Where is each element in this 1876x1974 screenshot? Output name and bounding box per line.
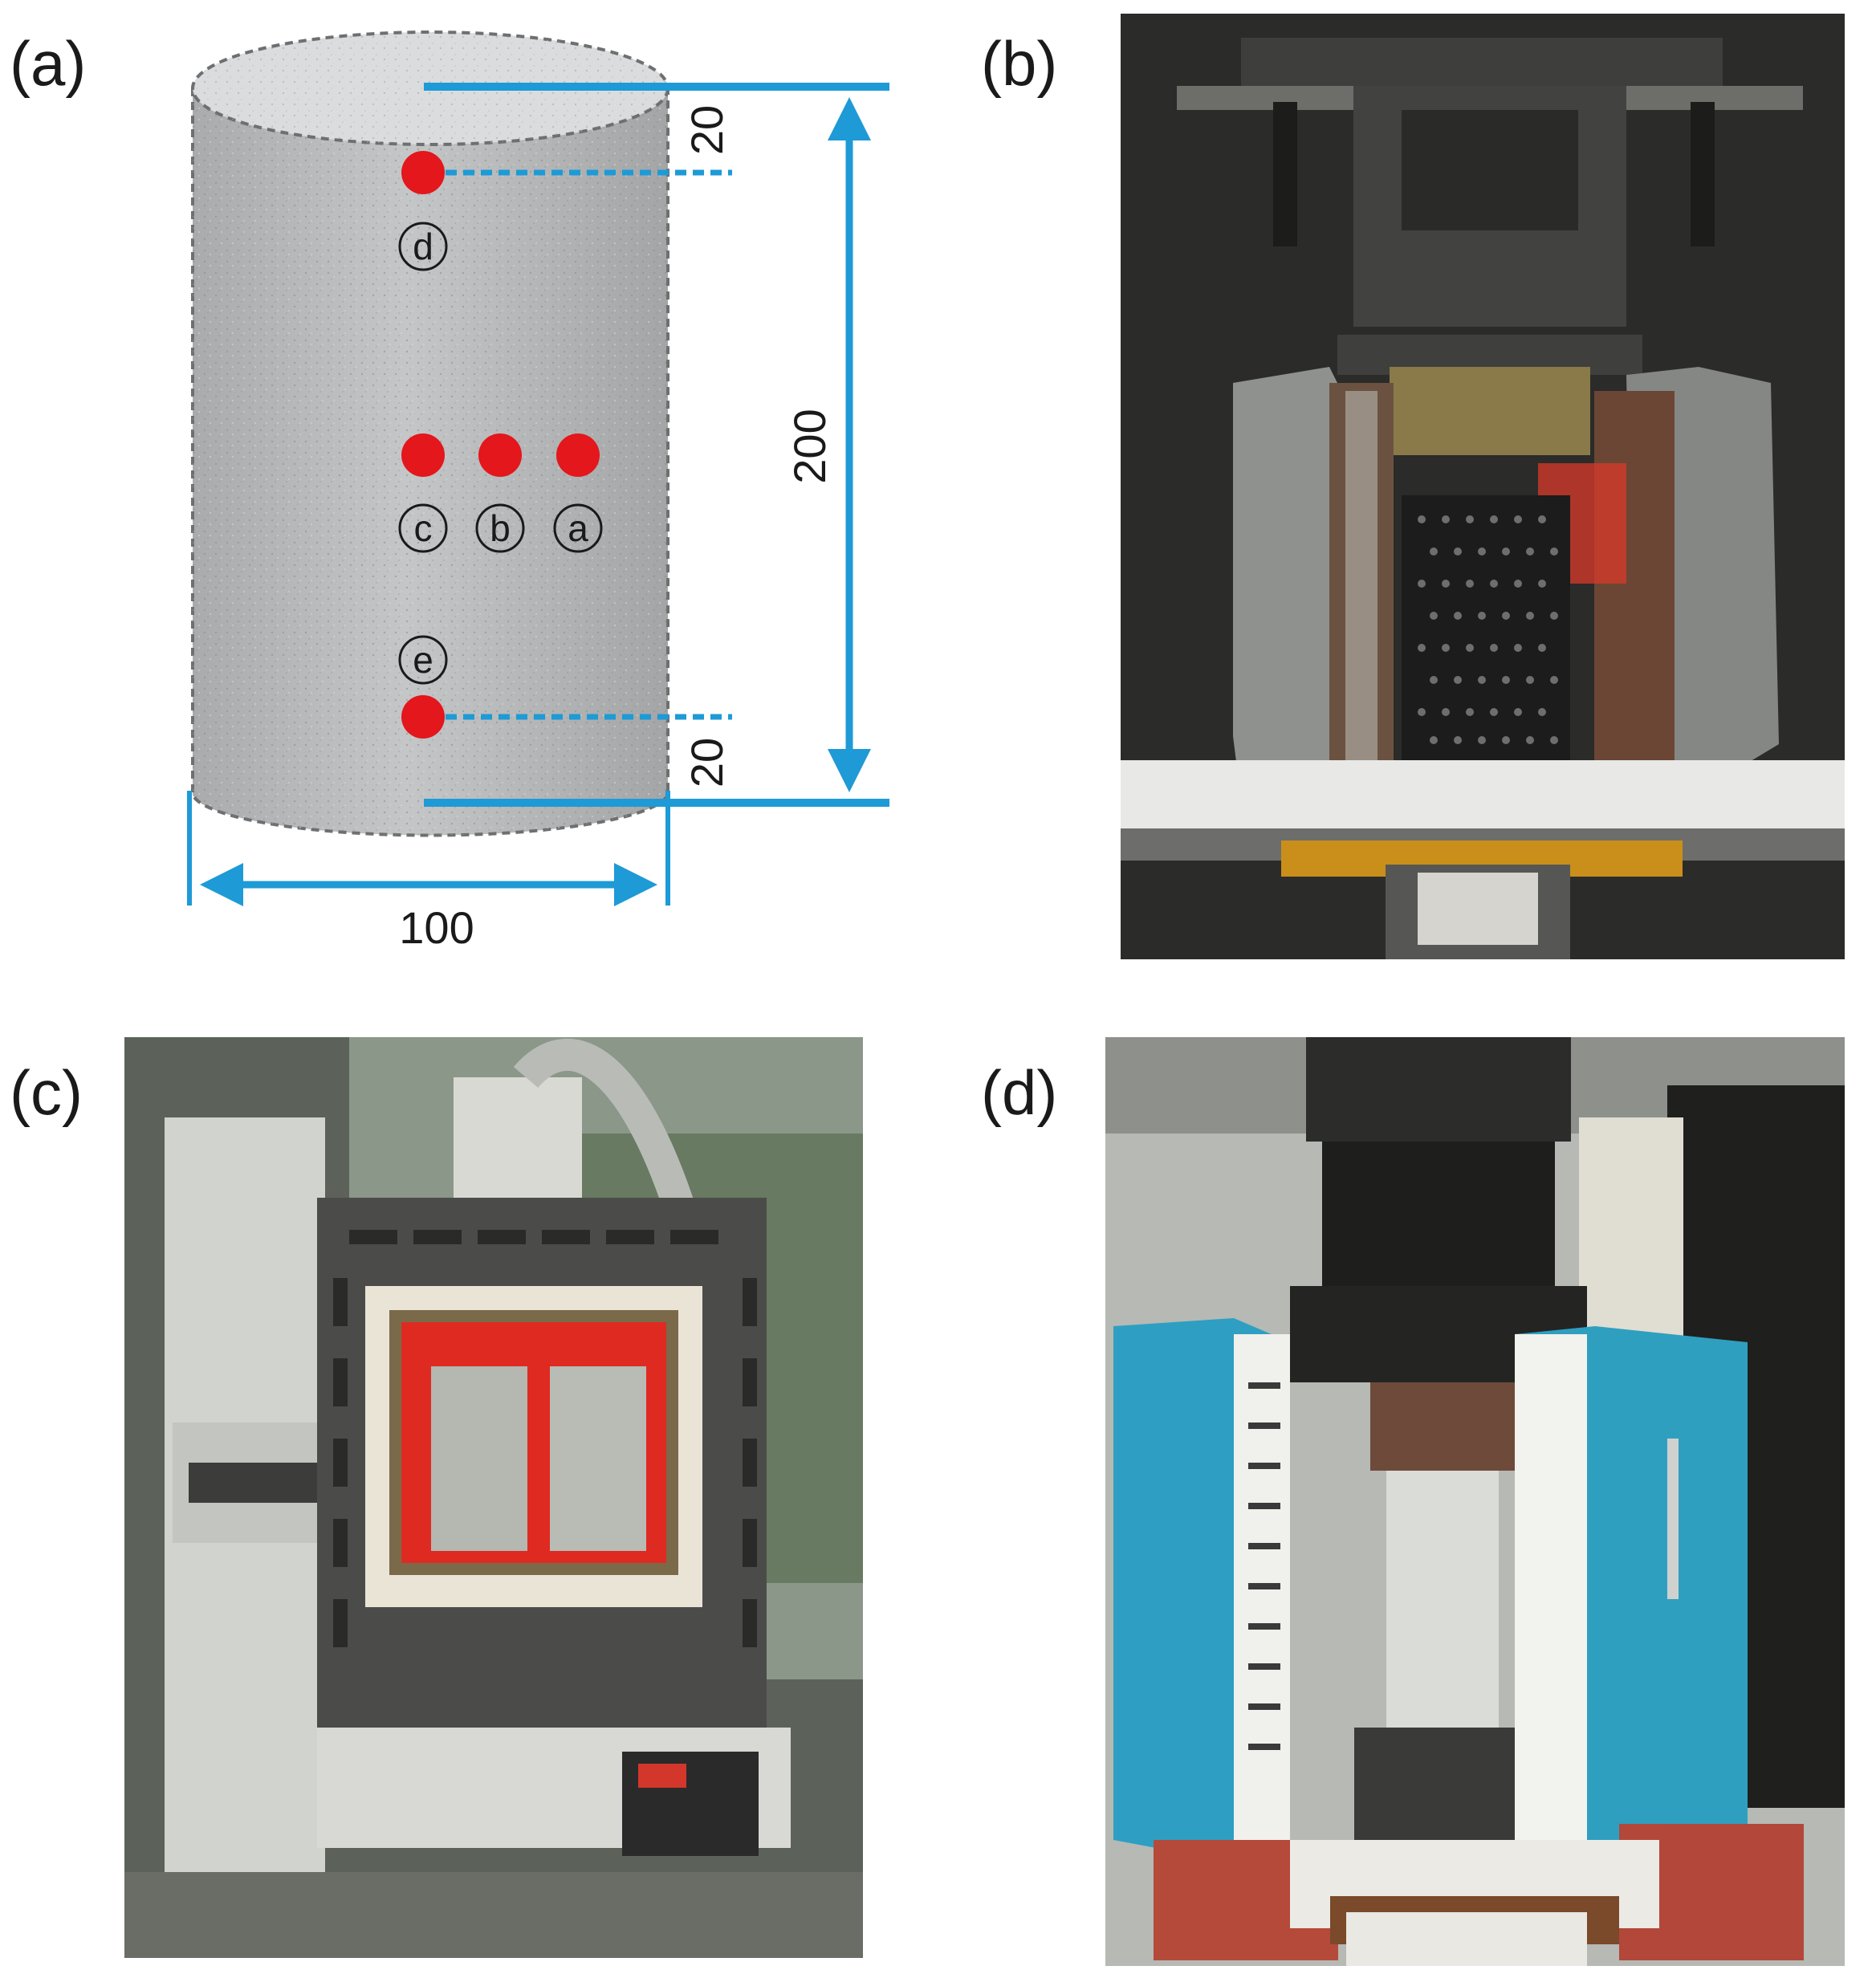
point-e-marker: [401, 695, 445, 739]
specimen-diagram: 200 20 20 100 d c b a e: [187, 31, 889, 953]
diameter-label: 100: [399, 902, 474, 953]
point-b-label: b: [475, 503, 525, 553]
bottom-offset-label: 20: [682, 738, 732, 788]
point-b-marker: [478, 433, 522, 477]
svg-text:a: a: [568, 507, 588, 549]
point-d-marker: [401, 151, 445, 194]
point-c-label: c: [398, 503, 448, 553]
point-d-label: d: [398, 222, 448, 271]
photo-d-loading-test: [1105, 1037, 1845, 1966]
panel-label-c: (c): [10, 1057, 83, 1128]
top-offset-label: 20: [682, 105, 732, 155]
point-a-marker: [556, 433, 600, 477]
panel-label-d: (d): [981, 1057, 1058, 1128]
svg-text:c: c: [414, 507, 433, 549]
point-a-label: a: [553, 503, 603, 553]
photo-b-furnace-test: [1121, 14, 1845, 959]
height-label: 200: [784, 409, 835, 483]
photo-c-electric-furnace: [124, 1037, 863, 1958]
point-c-marker: [401, 433, 445, 477]
svg-text:e: e: [413, 639, 433, 681]
svg-text:d: d: [413, 226, 433, 267]
point-e-label: e: [398, 635, 448, 685]
panel-label-b: (b): [981, 28, 1058, 99]
panel-label-a: (a): [10, 28, 87, 99]
svg-text:b: b: [490, 507, 511, 549]
